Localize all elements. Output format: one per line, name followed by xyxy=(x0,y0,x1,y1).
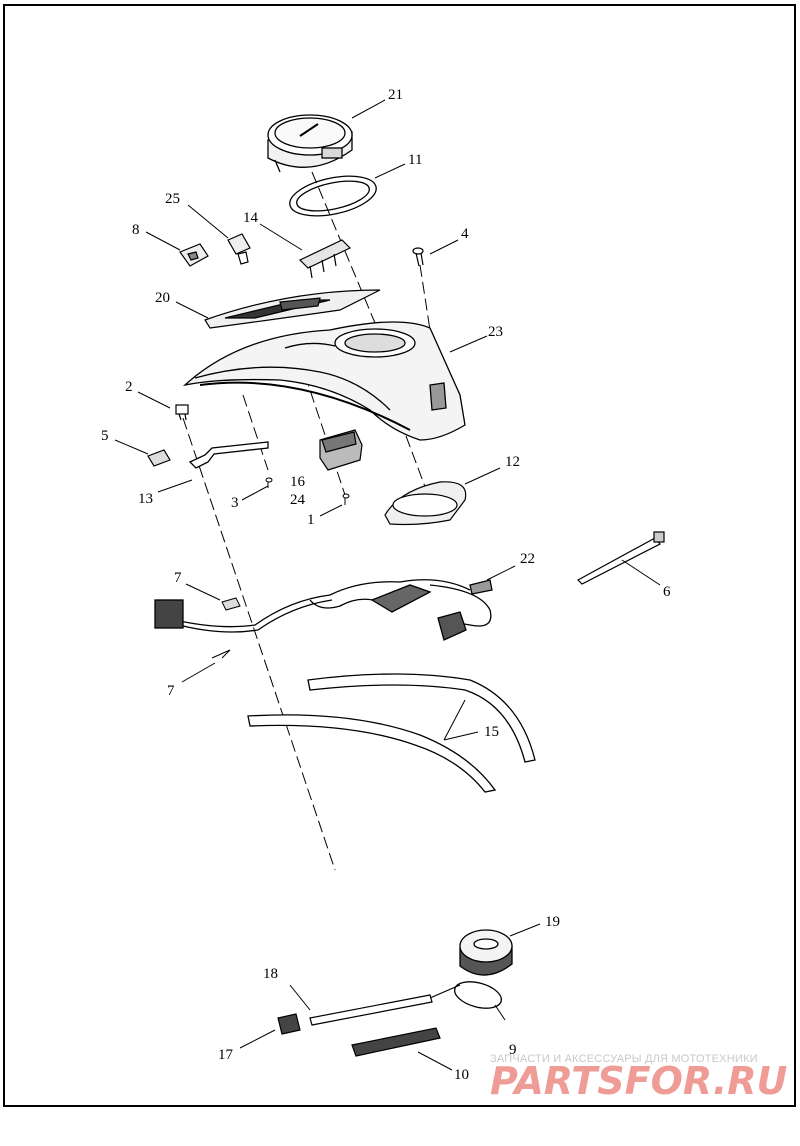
leader-lines xyxy=(114,99,661,1071)
callout-7-lower: 7 xyxy=(167,683,175,699)
sleeve-10 xyxy=(351,1027,441,1057)
callout-13: 13 xyxy=(138,491,153,507)
callout-22: 22 xyxy=(520,551,535,567)
trim-panel-20 xyxy=(204,289,381,329)
bracket-13 xyxy=(188,441,269,469)
callout-23: 23 xyxy=(488,324,503,340)
callout-18: 18 xyxy=(263,966,278,982)
callout-5: 5 xyxy=(101,428,109,444)
callout-16: 16 xyxy=(290,474,306,490)
tie-7a xyxy=(221,597,241,611)
watermark-logo: PARTSFOR.RU xyxy=(490,1059,788,1103)
callout-11: 11 xyxy=(408,152,422,168)
gauge-21 xyxy=(267,114,353,173)
clip-5 xyxy=(147,449,171,467)
trim-strip-15 xyxy=(247,673,536,793)
callout-3: 3 xyxy=(231,495,239,511)
console-23 xyxy=(182,321,466,441)
base-12 xyxy=(384,481,467,526)
connector-17 xyxy=(277,1013,301,1035)
tie-7b xyxy=(211,649,231,659)
screw-2 xyxy=(175,404,189,421)
o-ring-9 xyxy=(453,981,503,1009)
callout-7-upper: 7 xyxy=(174,570,182,586)
callout-25: 25 xyxy=(165,191,180,207)
screw-1 xyxy=(342,493,350,505)
callout-12: 12 xyxy=(505,454,520,470)
callout-6: 6 xyxy=(663,584,671,600)
diagram-border xyxy=(3,4,796,1107)
callout-15: 15 xyxy=(484,724,499,740)
callout-8: 8 xyxy=(132,222,140,238)
callout-10: 10 xyxy=(454,1067,469,1083)
callout-9: 9 xyxy=(509,1042,517,1058)
indicator-lens-8 xyxy=(179,243,209,267)
callout-17: 17 xyxy=(218,1047,234,1063)
callout-1: 1 xyxy=(307,512,315,528)
screw-4 xyxy=(412,247,424,267)
cable-tie-6 xyxy=(577,531,665,585)
watermark-tagline: ЗАПЧАСТИ И АКСЕССУАРЫ ДЛЯ МОТОТЕХНИКИ xyxy=(490,1053,758,1065)
callout-2: 2 xyxy=(125,379,133,395)
callout-21: 21 xyxy=(388,87,403,103)
callout-19: 19 xyxy=(545,914,560,930)
bezel-14 xyxy=(298,239,352,279)
callout-24: 24 xyxy=(290,492,306,508)
switch-25 xyxy=(227,233,251,265)
screw-3 xyxy=(265,477,273,488)
module-16 xyxy=(319,429,363,471)
seal-ring-11 xyxy=(289,175,377,217)
callout-20: 20 xyxy=(155,290,170,306)
fuel-gauge-19 xyxy=(459,929,513,976)
wiring-harness-22 xyxy=(154,579,493,641)
callout-labels: 21 11 25 14 8 4 20 23 2 5 13 3 16 24 1 1… xyxy=(101,87,671,1083)
sender-18 xyxy=(309,984,461,1026)
callout-4: 4 xyxy=(461,226,469,242)
callout-14: 14 xyxy=(243,210,259,226)
